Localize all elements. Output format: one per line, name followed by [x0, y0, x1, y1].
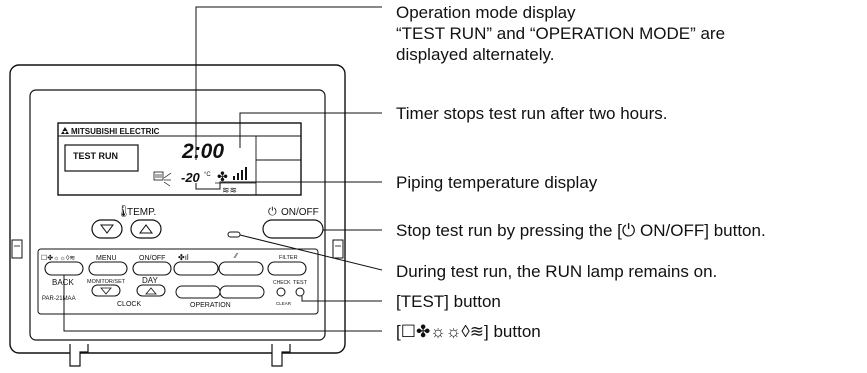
callout-test-button: [TEST] button: [396, 292, 501, 311]
lcd-time: 2:00: [181, 140, 224, 163]
monitor-label: MONITOR/SET: [87, 279, 126, 285]
callout-stop: Stop test run by pressing the [⏻ ON/OFF]…: [396, 220, 766, 241]
lcd-fan-bars: [233, 167, 247, 180]
callout-timer: Timer stops test run after two hours.: [396, 104, 668, 123]
run-lamp: [227, 231, 241, 238]
lcd-fan-icon: ✤: [217, 169, 228, 184]
day-down-button[interactable]: [91, 284, 121, 297]
callout-mode-display: Operation mode display “TEST RUN” and “O…: [396, 2, 725, 65]
callout-mode-open: [: [396, 322, 401, 341]
clear-label: CLEAR: [276, 301, 292, 306]
callout-piping: Piping temperature display: [396, 173, 598, 192]
mode-icons-inline: ☐✤☼☼◊≋: [400, 322, 485, 341]
callout-mode-close: ] button: [484, 322, 541, 341]
thermometer-icon: 🌡: [116, 204, 131, 218]
filter-label: FILTER: [279, 255, 298, 261]
temp-label: TEMP.: [127, 207, 156, 218]
vane-icon: ⁄⁄: [233, 253, 239, 260]
temp-down-button[interactable]: [91, 219, 123, 239]
brand-logo: MITSUBISHI ELECTRIC: [61, 127, 160, 136]
callout-run-lamp: During test run, the RUN lamp remains on…: [396, 262, 718, 281]
onoff-small-label: ON/OFF: [139, 255, 165, 262]
mode-icons: ☐✤☼☼◊≋: [41, 254, 75, 262]
mode-button[interactable]: [44, 261, 84, 276]
fan-speed-button[interactable]: [173, 261, 219, 276]
callout-stop-prefix: Stop test run by pressing the [: [396, 221, 622, 240]
lcd-mode-text: TEST RUN: [73, 151, 118, 161]
onoff-button[interactable]: [262, 219, 324, 239]
temp-up-button[interactable]: [130, 219, 162, 239]
day-up-button[interactable]: [136, 284, 166, 297]
brand-text: MITSUBISHI ELECTRIC: [71, 127, 160, 136]
power-icon-inline: ⏻: [621, 221, 636, 240]
onoff-small-button[interactable]: [132, 261, 172, 276]
day-label: DAY: [142, 276, 159, 285]
callout-mode-display-title: Operation mode display: [396, 3, 576, 22]
lcd-temp-unit: °C: [204, 172, 211, 178]
power-icon: ⏻: [268, 206, 277, 218]
test-label: TEST: [293, 280, 308, 286]
leader-lines: [63, 6, 383, 332]
callout-mode-display-line3: displayed alternately.: [396, 45, 555, 64]
back-label: BACK: [52, 278, 74, 287]
menu-label: MENU: [96, 255, 117, 262]
lcd-temp: -20: [181, 170, 201, 185]
operation-down-button[interactable]: [175, 285, 221, 299]
lcd-louver-icon: ≋≋: [222, 185, 237, 195]
louver-button[interactable]: [218, 261, 264, 276]
test-button[interactable]: [295, 287, 305, 297]
check-button[interactable]: [276, 287, 286, 297]
callout-mode-display-line2: “TEST RUN” and “OPERATION MODE” are: [396, 24, 726, 43]
left-side-clip: [11, 239, 23, 259]
fan-speed-icon: ✤ıl: [178, 253, 189, 262]
operation-up-button[interactable]: [219, 285, 265, 299]
lcd-airflow-icon: [153, 171, 172, 187]
check-label: CHECK: [273, 280, 291, 286]
menu-button[interactable]: [88, 261, 128, 276]
left-foot: [69, 344, 89, 367]
clock-label: CLOCK: [117, 301, 141, 308]
operation-label: OPERATION: [190, 302, 231, 309]
lcd-mode-box: [64, 144, 139, 172]
onoff-label: ON/OFF: [281, 207, 319, 218]
model-label: PAR-21MAA: [42, 296, 76, 302]
right-foot: [271, 344, 291, 367]
right-side-clip: [332, 239, 344, 259]
filter-button[interactable]: [267, 261, 307, 276]
callout-stop-suffix: ON/OFF] button.: [635, 221, 766, 240]
callout-mode-button: [☐✤☼☼◊≋] button: [396, 321, 541, 342]
